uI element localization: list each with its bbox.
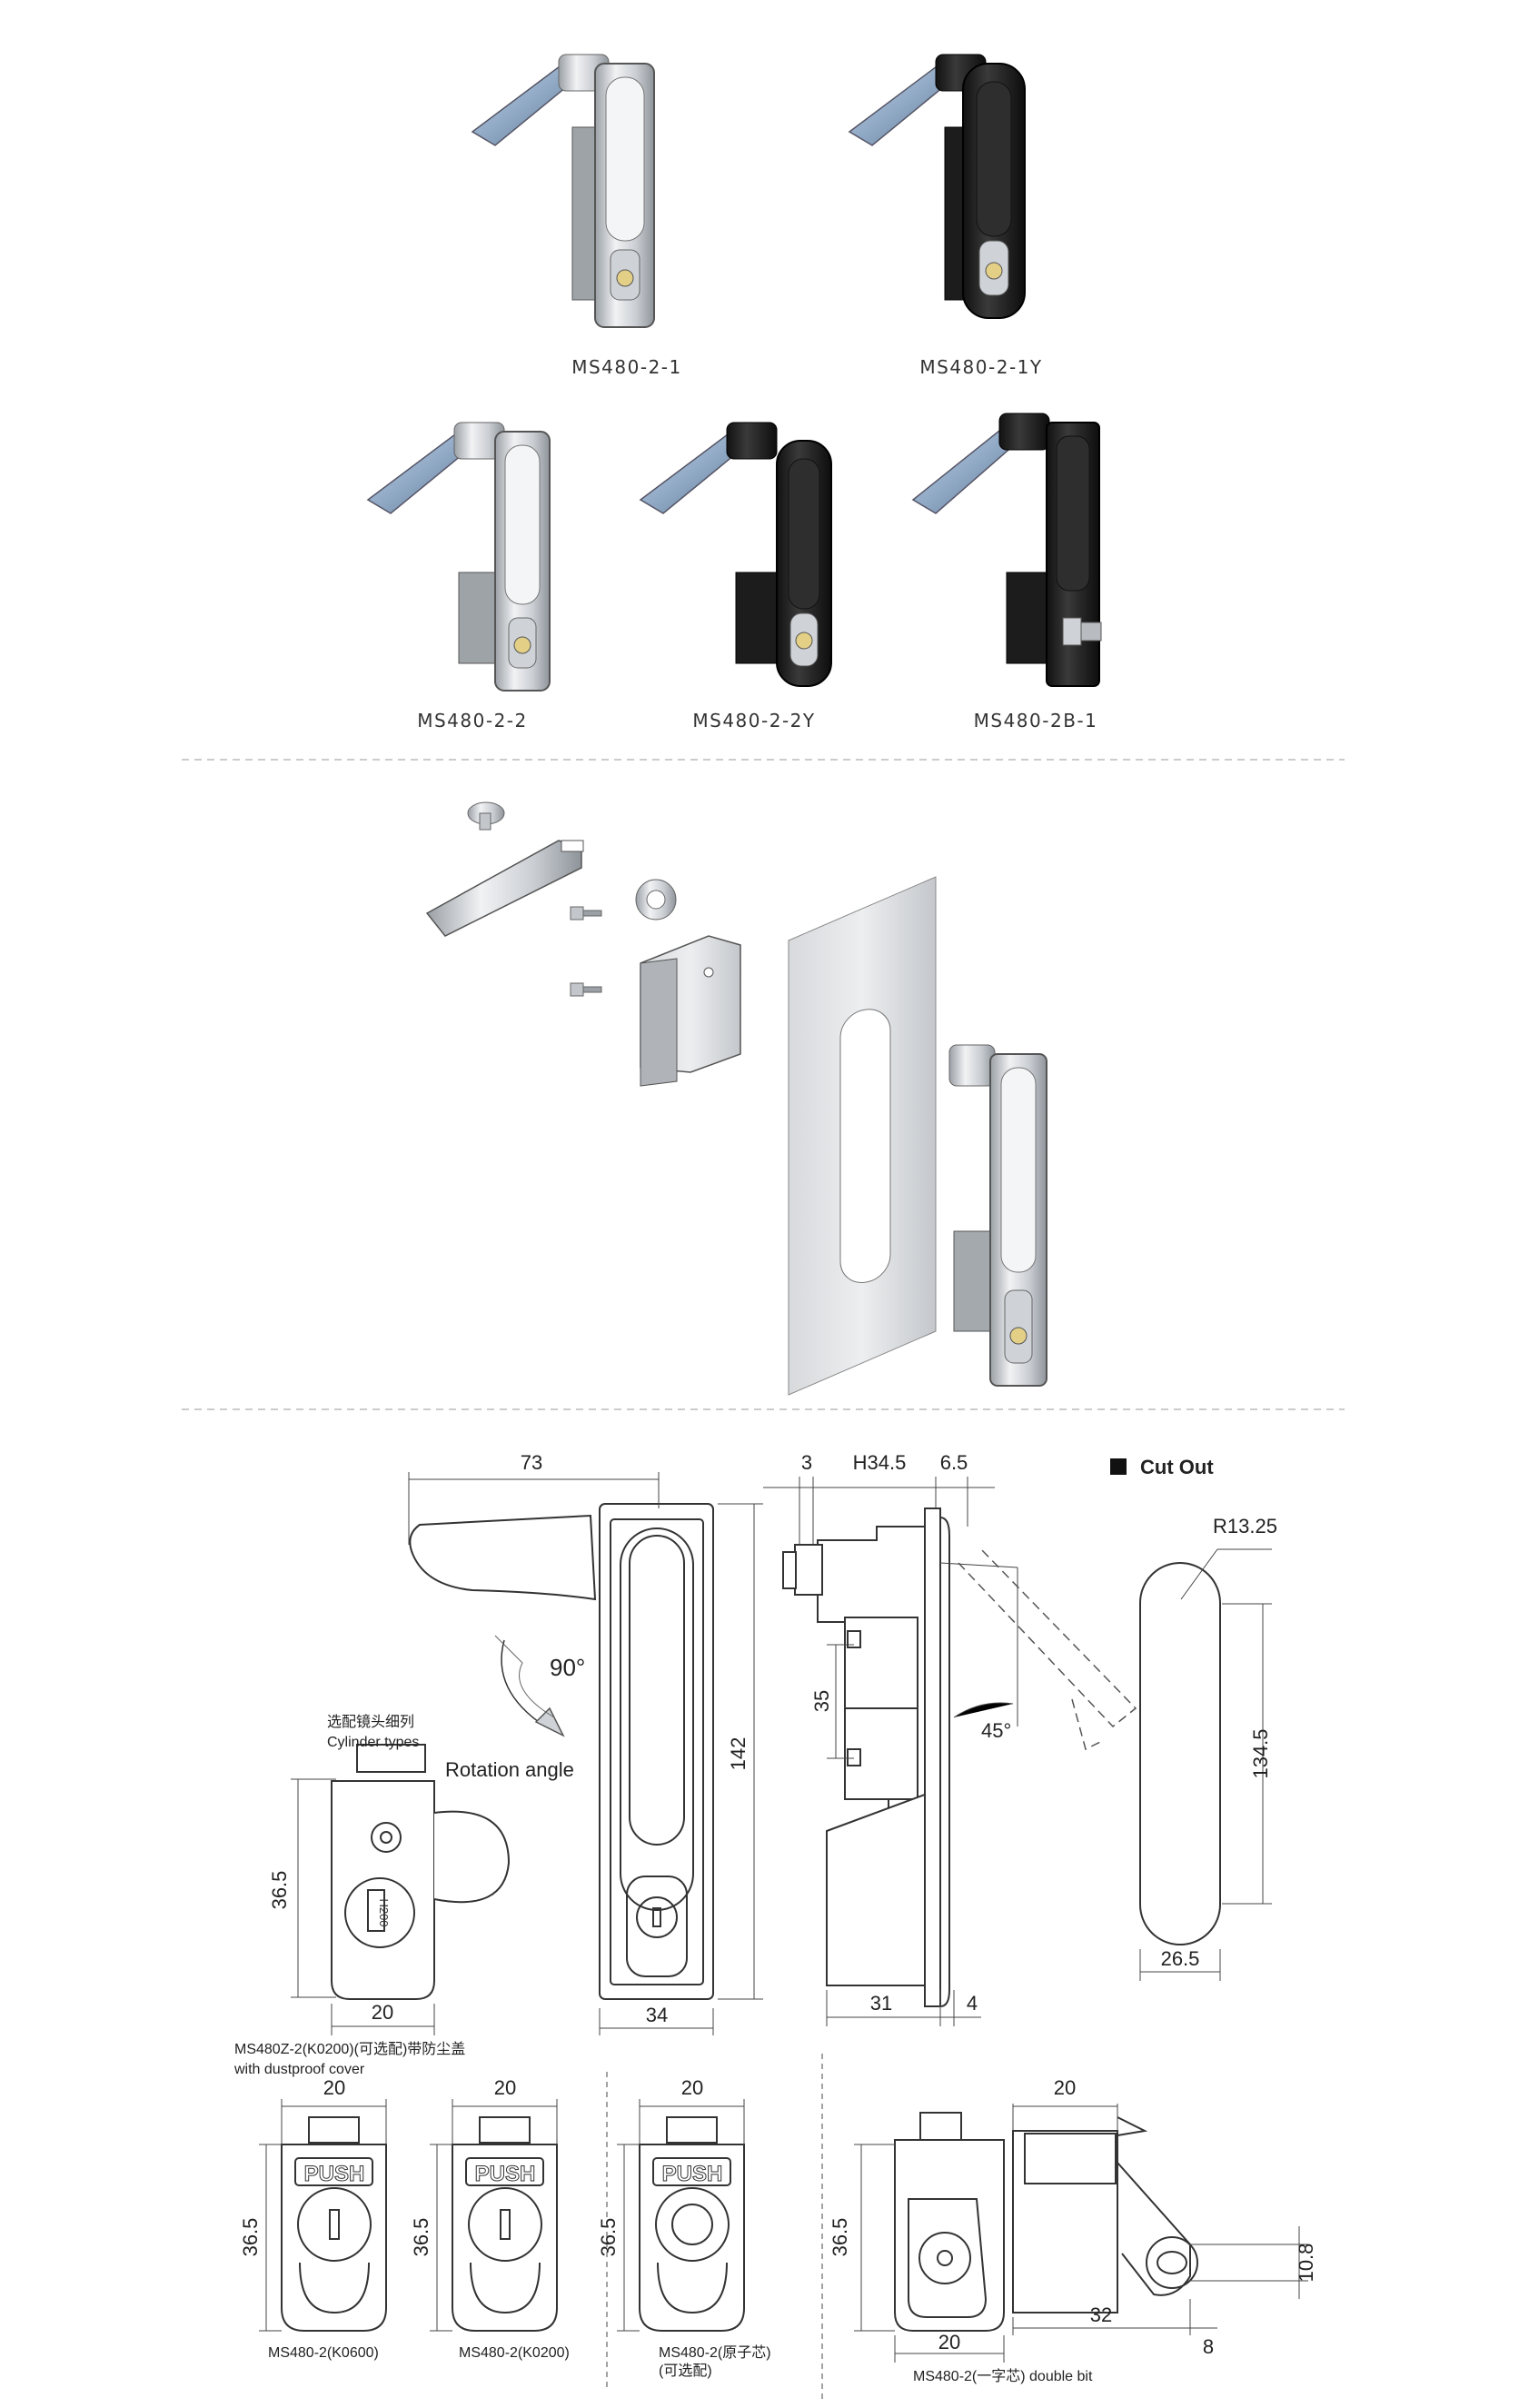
cut-out-square-icon [1110, 1458, 1127, 1475]
dim-20-label: 20 [323, 2076, 345, 2099]
product-caption-ms480-2b-1: MS480-2B-1 [973, 710, 1098, 731]
cut-out-drawing [1139, 1562, 1221, 1945]
side-view-dimensions [763, 1477, 1018, 2026]
dim-3-label: 3 [801, 1451, 812, 1474]
cylinder-original-caption: MS480-2(原子芯) [659, 2344, 771, 2361]
cylinder-double-bit-drawing [894, 2112, 1198, 2332]
dim-6-5-label: 6.5 [940, 1451, 968, 1474]
dim-20-label: 20 [938, 2331, 960, 2353]
side-view-open-handle [958, 1548, 1137, 1751]
cylinder-optional-caption: (可选配) [659, 2363, 712, 2379]
cylinder-original-drawing [639, 2116, 745, 2332]
cylinder-k0200-drawing [452, 2116, 558, 2332]
front-view-dimensions [408, 1472, 763, 2035]
cylinder-detail-dimensions [291, 1778, 435, 2035]
dim-73-label: 73 [521, 1451, 542, 1474]
product-ms480-2-1-image [471, 54, 655, 328]
product-ms480-2b-1-image [911, 413, 1102, 687]
dim-36-5-label: 36.5 [597, 2218, 620, 2257]
rotation-angle-label: Rotation angle [445, 1758, 574, 1781]
dim-36-5-label: 36.5 [268, 1871, 291, 1910]
dim-20-label: 20 [494, 2076, 516, 2099]
dim-8-label: 8 [1203, 2335, 1214, 2358]
dim-10-8-label: 10.8 [1295, 2244, 1317, 2283]
dim-31-label: 31 [870, 1992, 892, 2015]
product-ms480-2-1y-image [848, 54, 1026, 319]
dim-134-5-label: 134.5 [1249, 1728, 1272, 1778]
dustproof-cn-label: MS480Z-2(K0200)(可选配)带防尘盖 [234, 2041, 465, 2057]
dim-36-5-label: 36.5 [410, 2218, 432, 2257]
cylinder-code-label: H200 [377, 1898, 391, 1926]
dim-36-5-label: 36.5 [829, 2218, 851, 2257]
cylinder-k0200-caption: MS480-2(K0200) [459, 2345, 570, 2361]
product-caption-ms480-2-1: MS480-2-1 [571, 356, 682, 378]
product-caption-ms480-2-2y: MS480-2-2Y [692, 710, 816, 731]
dim-20-label: 20 [372, 2001, 393, 2024]
cylinder-types-en-label: Cylinder types [327, 1735, 419, 1750]
dim-h34-5-label: H34.5 [853, 1451, 907, 1474]
dim-36-5-label: 36.5 [239, 2218, 262, 2257]
dim-20-label: 20 [1054, 2076, 1076, 2099]
dim-20-label: 20 [681, 2076, 703, 2099]
exploded-view-image [425, 801, 1047, 1396]
front-view-drawing [409, 1503, 714, 2000]
product-caption-ms480-2-2: MS480-2-2 [417, 710, 528, 731]
cylinder-double-bit-caption: MS480-2(一字芯) double bit [913, 2368, 1093, 2384]
cylinder-k0600-drawing [281, 2116, 387, 2332]
side-view-drawing [782, 1507, 950, 2007]
cylinder-k0600-caption: MS480-2(K0600) [268, 2345, 379, 2361]
dim-r13-25-label: R13.25 [1213, 1515, 1277, 1537]
dim-34-label: 34 [646, 2004, 668, 2026]
double-bit-dimensions [854, 2104, 1308, 2363]
dim-26-5-label: 26.5 [1161, 1947, 1200, 1970]
dim-32-label: 32 [1090, 2304, 1112, 2326]
cut-out-dimensions [1139, 1548, 1272, 1981]
cylinder-types-cn-label: 选配镜头细列 [327, 1713, 414, 1730]
dim-4-label: 4 [967, 1992, 978, 2015]
cut-out-label: Cut Out [1140, 1456, 1214, 1478]
product-ms480-2-2y-image [639, 422, 832, 687]
product-ms480-2-2-image [366, 422, 551, 692]
push-label: PUSH [662, 2162, 723, 2186]
push-label: PUSH [475, 2162, 536, 2186]
push-label: PUSH [304, 2162, 365, 2186]
dim-35-label: 35 [810, 1690, 833, 1712]
product-caption-ms480-2-1y: MS480-2-1Y [919, 356, 1043, 378]
rotation-90-label: 90° [550, 1654, 585, 1681]
cylinder-dustcover-drawing [331, 1744, 511, 2000]
dim-142-label: 142 [727, 1737, 750, 1771]
bottom-row-dimensions [259, 2054, 823, 2399]
angle-45-label: 45° [981, 1719, 1011, 1742]
dustproof-en-label: with dustproof cover [233, 2062, 365, 2077]
